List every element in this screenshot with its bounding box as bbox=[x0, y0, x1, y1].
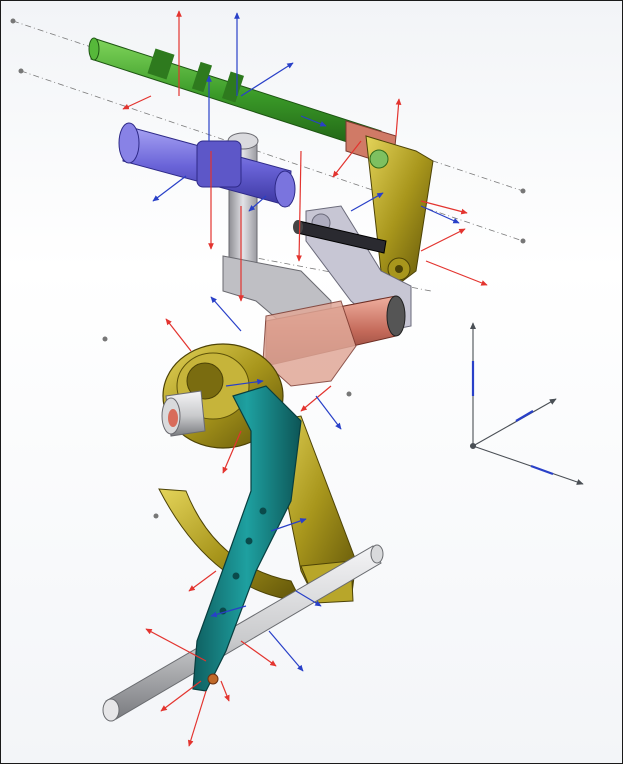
axis-arrow-icon bbox=[122, 10, 488, 747]
black-link-rod[interactable] bbox=[293, 220, 387, 254]
reference-triad-icon bbox=[469, 322, 584, 485]
orange-cross-shaft[interactable] bbox=[262, 295, 406, 387]
axis-arrow-icon bbox=[152, 12, 460, 672]
construction-lines bbox=[12, 20, 524, 292]
construction-point-icon bbox=[10, 18, 526, 519]
steel-guide-rod[interactable] bbox=[102, 544, 384, 722]
blue-selector-housing[interactable] bbox=[118, 122, 296, 208]
olive-upper-lever[interactable] bbox=[365, 135, 434, 287]
